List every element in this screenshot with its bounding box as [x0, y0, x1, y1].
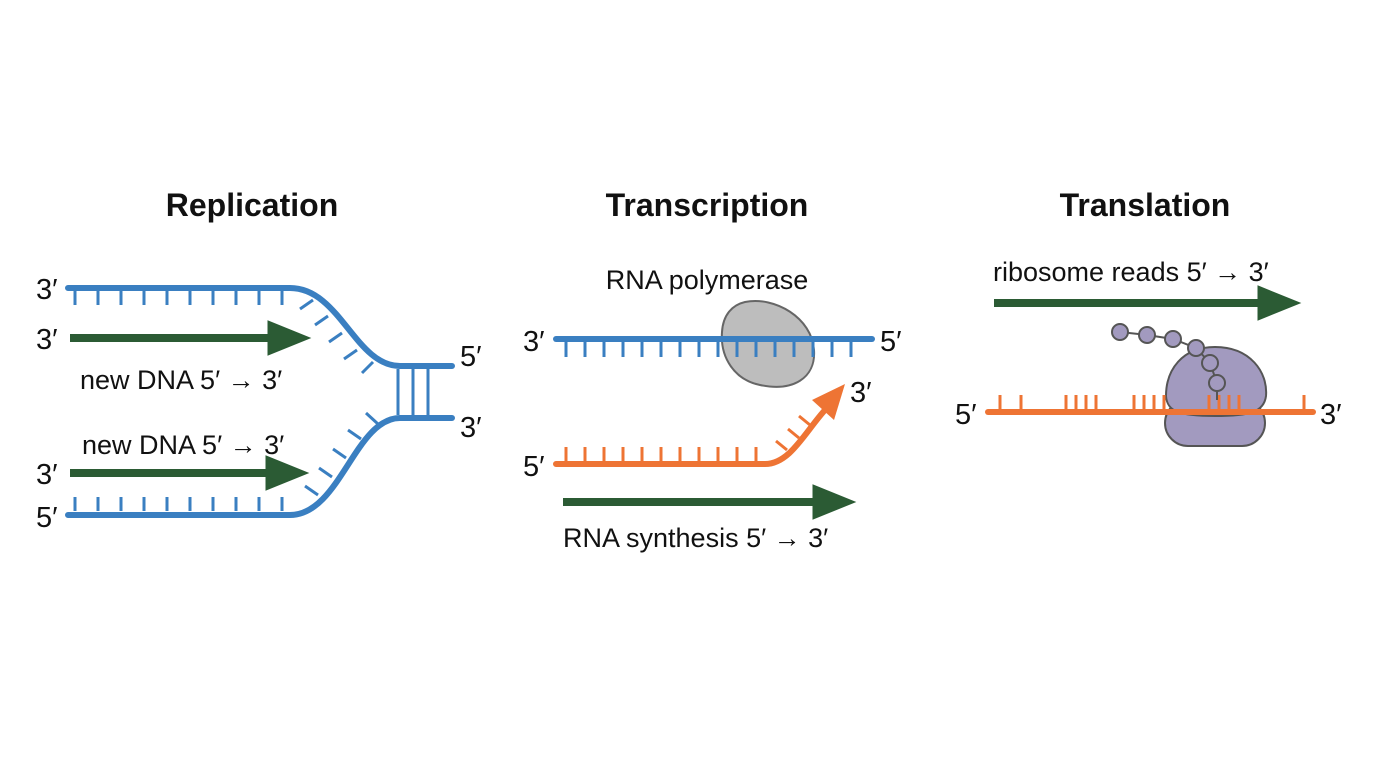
replication-duplex-rungs	[396, 369, 430, 415]
transcription-rna-ticks	[564, 414, 811, 461]
peptide-bead	[1164, 330, 1182, 348]
replication-panel: Replication	[36, 187, 482, 534]
peptide-bead	[1201, 354, 1219, 372]
replication-bottom-strand-left-end: 5′	[36, 502, 58, 534]
replication-new-bottom-arrow	[70, 455, 310, 491]
replication-fork-top-end: 5′	[460, 341, 482, 373]
transcription-rna-left-end: 5′	[523, 451, 545, 483]
peptide-chain-beads	[1111, 323, 1226, 392]
transcription-template-left-end: 3′	[523, 326, 545, 358]
replication-bottom-strand-ticks	[73, 411, 380, 511]
translation-panel: Translation ribosome reads 5′ → 3′	[955, 187, 1342, 447]
replication-new-bottom-label: new DNA 5′ → 3′	[82, 430, 284, 460]
translation-title: Translation	[1060, 187, 1231, 223]
translation-mrna-left-end: 5′	[955, 399, 977, 431]
translation-mrna-right-end: 3′	[1320, 399, 1342, 431]
translation-reads-arrow	[994, 285, 1302, 321]
transcription-rna-tip-end: 3′	[850, 377, 872, 409]
transcription-synthesis-arrow	[563, 484, 857, 520]
transcription-template-ticks	[564, 342, 853, 357]
transcription-rna-arrowhead	[812, 384, 845, 420]
peptide-bead	[1208, 374, 1226, 392]
replication-new-top-label: new DNA 5′ → 3′	[80, 365, 282, 395]
replication-top-strand	[65, 285, 455, 369]
replication-new-top-arrow	[70, 320, 312, 356]
replication-top-strand-ticks	[73, 291, 375, 375]
replication-new-bottom-left-end: 3′	[36, 459, 58, 491]
peptide-bead	[1187, 339, 1205, 357]
translation-mrna-ticks	[998, 395, 1306, 409]
peptide-bead	[1111, 323, 1129, 341]
ribosome-reads-label: ribosome reads 5′ → 3′	[993, 257, 1269, 287]
transcription-panel: Transcription RNA polymerase	[523, 187, 902, 553]
replication-title: Replication	[166, 187, 338, 223]
peptide-bead	[1138, 326, 1156, 344]
replication-new-top-left-end: 3′	[36, 324, 58, 356]
replication-top-strand-left-end: 3′	[36, 274, 58, 306]
rna-polymerase-label: RNA polymerase	[606, 265, 809, 295]
transcription-template-right-end: 5′	[880, 326, 902, 358]
replication-fork-bottom-end: 3′	[460, 412, 482, 444]
rna-polymerase-shape	[720, 300, 816, 388]
transcription-title: Transcription	[606, 187, 809, 223]
transcription-rna-strand	[553, 407, 828, 467]
rna-synthesis-label: RNA synthesis 5′ → 3′	[563, 523, 828, 553]
replication-bottom-strand	[65, 415, 455, 518]
